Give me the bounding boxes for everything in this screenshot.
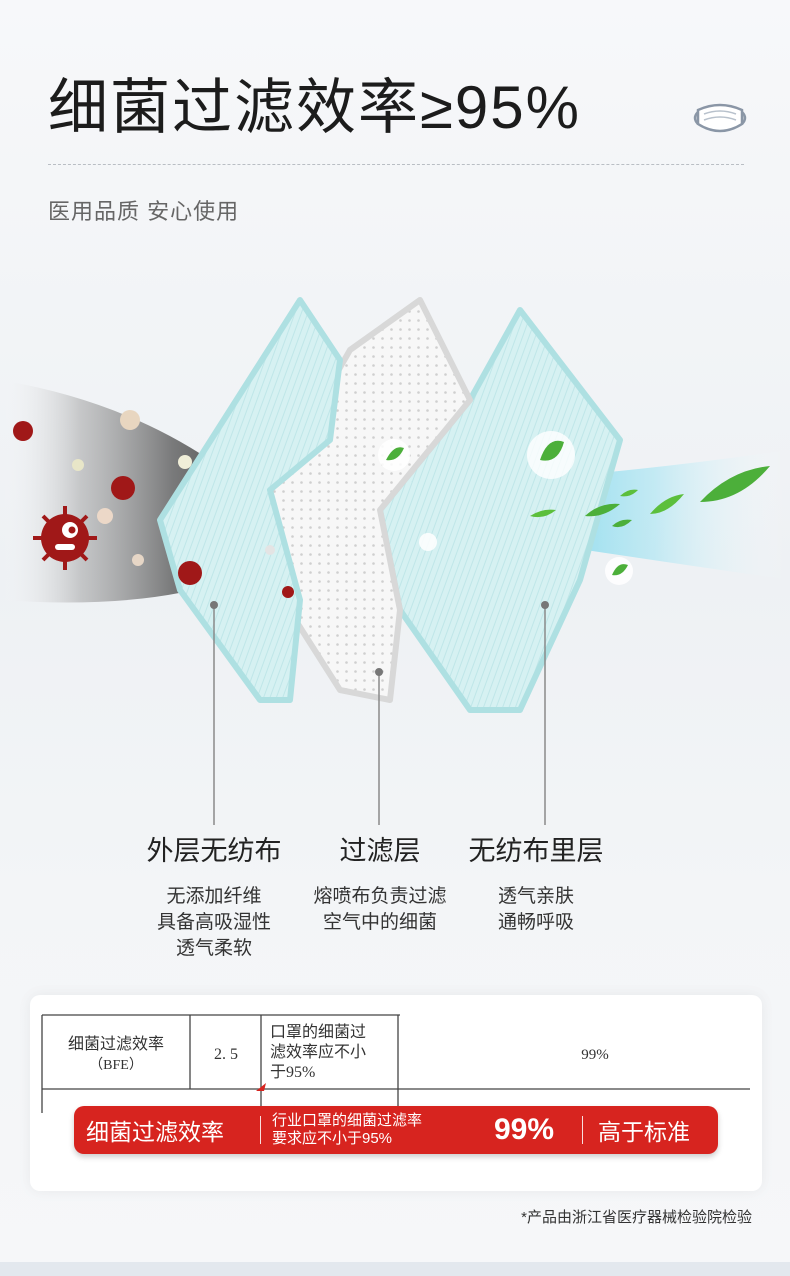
mask-icon: [693, 103, 747, 133]
bottom-strip: [0, 1262, 790, 1276]
layer-filter: 过滤层 熔喷布负责过滤 空气中的细菌: [290, 832, 470, 936]
layer-illustration: [0, 297, 790, 825]
table-item: 细菌过滤效率: [68, 1035, 164, 1053]
title-divider: [48, 164, 744, 165]
highlight-verdict: 高于标准: [598, 1119, 690, 1145]
subtitle: 医用品质 安心使用: [48, 199, 240, 224]
virus-icon: [33, 506, 97, 570]
page-title: 细菌过滤效率≥95%: [48, 74, 582, 141]
table-requirement: 于95%: [270, 1064, 315, 1081]
report-table: 细菌过滤效率 （BFE） 2. 5 口罩的细菌过 滤效率应不小 于95% 99%: [41, 1014, 750, 1113]
virus-icon: [282, 586, 294, 598]
layer-name: 外层无纺布: [146, 836, 282, 866]
highlight-label: 细菌过滤效率: [86, 1119, 224, 1145]
layer-name: 过滤层: [339, 836, 421, 866]
virus-icon: [13, 421, 33, 441]
virus-icon: [111, 476, 135, 500]
layer-desc: 透气亲肤 通畅呼吸: [497, 886, 574, 933]
report-card: 细菌过滤效率 （BFE） 2. 5 口罩的细菌过 滤效率应不小 于95% 99%: [30, 995, 762, 1191]
highlight-standard: 行业口罩的细菌过滤率 要求应不小于95%: [272, 1112, 423, 1147]
table-clause: 2. 5: [214, 1046, 238, 1063]
table-requirement: 口罩的细菌过: [270, 1023, 366, 1041]
virus-icon: [178, 561, 202, 585]
table-requirement: 滤效率应不小: [270, 1042, 366, 1061]
highlight-bar: 细菌过滤效率 行业口罩的细菌过滤率 要求应不小于95% 99% 高于标准: [74, 1106, 718, 1154]
footnote: *产品由浙江省医疗器械检验院检验: [521, 1209, 752, 1226]
table-result: 99%: [581, 1047, 609, 1063]
layer-desc: 熔喷布负责过滤 空气中的细菌: [313, 886, 447, 933]
layer-desc: 无添加纤维 具备高吸湿性 透气柔软: [156, 886, 271, 959]
leaf-icon: [378, 431, 770, 585]
layer-name: 无纺布里层: [468, 836, 604, 866]
highlight-value: 99%: [494, 1113, 555, 1146]
layer-inner: 无纺布里层 透气亲肤 通畅呼吸: [446, 832, 626, 936]
layer-outer: 外层无纺布 无添加纤维 具备高吸湿性 透气柔软: [124, 832, 304, 962]
table-item-abbr: （BFE）: [89, 1057, 143, 1073]
